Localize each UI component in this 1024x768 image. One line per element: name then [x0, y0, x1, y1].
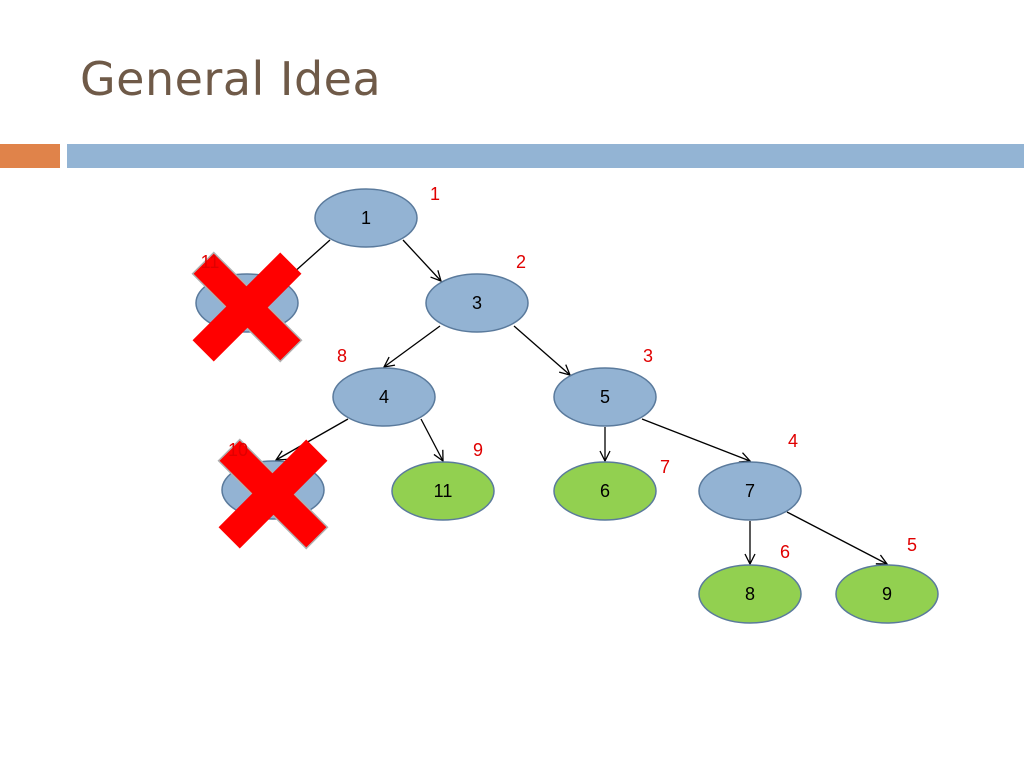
node-ellipse — [314, 188, 418, 248]
tree-node-7: 7 — [698, 461, 802, 521]
node-label: 3 — [472, 293, 482, 313]
tree-node-4: 4 — [332, 367, 436, 427]
edge-5-7 — [641, 418, 750, 461]
tree-node-1: 1 — [314, 188, 418, 248]
node-label: 5 — [600, 387, 610, 407]
visit-order-label: 7 — [660, 457, 670, 477]
node-ellipse — [425, 273, 529, 333]
tree-node-5: 5 — [553, 367, 657, 427]
tree-node-9: 9 — [835, 564, 939, 624]
edge-1-3 — [402, 239, 441, 281]
node-ellipse — [553, 461, 657, 521]
visit-order-label: 8 — [337, 346, 347, 366]
edge-3-5 — [513, 325, 570, 375]
node-label: 4 — [379, 387, 389, 407]
crosses-layer — [191, 251, 329, 550]
edge-4-11 — [420, 418, 443, 461]
nodes-layer: 1 2 3 4 5 10 11 6 7 8 9 — [195, 188, 939, 624]
edges-layer — [276, 239, 887, 564]
accent-bar-orange — [0, 144, 60, 168]
visit-order-label: 4 — [788, 431, 798, 451]
tree-node-8: 8 — [698, 564, 802, 624]
node-label: 8 — [745, 584, 755, 604]
visit-order-label: 2 — [516, 252, 526, 272]
node-ellipse — [332, 367, 436, 427]
visit-order-label: 1 — [430, 184, 440, 204]
visit-order-label: 9 — [473, 440, 483, 460]
tree-node-11: 11 — [391, 461, 495, 521]
cross-icon — [217, 438, 329, 550]
edge-3-4 — [384, 325, 441, 367]
node-label: 6 — [600, 481, 610, 501]
node-label: 11 — [434, 481, 453, 501]
edge-4-10 — [276, 418, 349, 460]
node-label: 1 — [361, 208, 371, 228]
accent-bar-blue — [67, 144, 1024, 168]
tree-node-3: 3 — [425, 273, 529, 333]
node-ellipse — [835, 564, 939, 624]
node-ellipse — [391, 461, 495, 521]
node-ellipse — [553, 367, 657, 427]
visit-order-label: 3 — [643, 346, 653, 366]
node-label: 7 — [745, 481, 755, 501]
node-ellipse — [698, 461, 802, 521]
cross-icon — [191, 251, 303, 363]
node-ellipse — [698, 564, 802, 624]
visit-order-label: 11 — [201, 252, 220, 272]
slide-title: General Idea — [80, 52, 382, 106]
tree-node-6: 6 — [553, 461, 657, 521]
visit-order-label: 5 — [907, 535, 917, 555]
edge-7-9 — [786, 511, 887, 564]
visit-order-label: 10 — [228, 440, 248, 460]
node-label: 9 — [882, 584, 892, 604]
visit-order-label: 6 — [780, 542, 790, 562]
